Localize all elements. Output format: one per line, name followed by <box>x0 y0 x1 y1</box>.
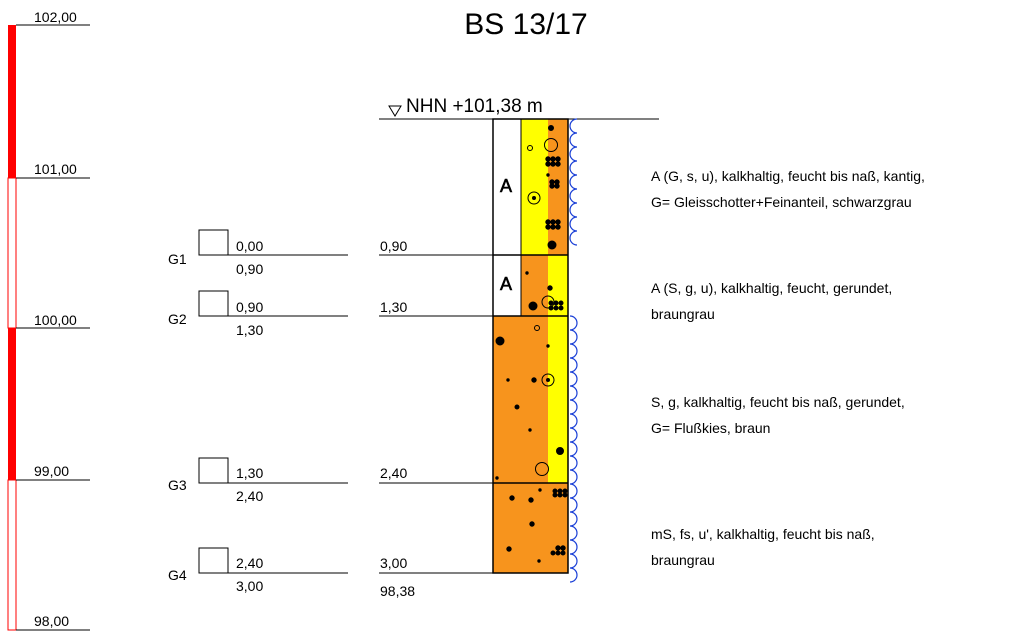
datum-triangle-icon <box>388 105 402 117</box>
depth-label: 2,40 <box>380 465 407 481</box>
sample-name: G1 <box>168 251 187 267</box>
layer1-description-line1: A (G, s, u), kalkhaltig, feucht bis naß,… <box>651 168 925 184</box>
sample-box <box>198 229 229 256</box>
sample-bottom-depth: 0,90 <box>236 261 263 277</box>
wetness-indicator-upper <box>569 118 578 246</box>
elevation-scale: 102,00 101,00 100,00 99,00 98,00 <box>7 9 90 631</box>
sample-name: G4 <box>168 567 187 583</box>
sample-g1: G1 0,00 0,90 <box>168 229 348 277</box>
layer1-description-line2: G= Gleisschotter+Feinanteil, schwarzgrau <box>651 194 912 210</box>
grain-symbols <box>525 271 564 311</box>
layer3-description-line1: S, g, kalkhaltig, feucht bis naß, gerund… <box>651 394 905 410</box>
layer3-description-line2: G= Flußkies, braun <box>651 420 770 436</box>
sample-name: G3 <box>168 477 187 493</box>
scale-label: 98,00 <box>34 613 69 629</box>
diagram-title: BS 13/17 <box>464 8 587 41</box>
depth-markers: 0,90 1,30 2,40 3,00 98,38 <box>379 238 493 599</box>
layer-descriptions: A (G, s, u), kalkhaltig, feucht bis naß,… <box>651 168 925 568</box>
layer1-code: A <box>500 176 512 196</box>
layer2-code: A <box>500 274 512 294</box>
layer4-description-line2: braungrau <box>651 552 715 568</box>
sample-g2: G2 0,90 1,30 <box>168 290 348 338</box>
sample-box <box>198 547 229 574</box>
sample-g4: G4 2,40 3,00 <box>168 547 348 594</box>
layer2-description-line1: A (S, g, u), kalkhaltig, feucht, gerunde… <box>651 280 892 296</box>
depth-label: 0,90 <box>380 238 407 254</box>
grain-symbols <box>506 488 568 563</box>
borehole-column: A A <box>492 118 569 574</box>
layer1-yellow <box>521 119 548 255</box>
wetness-indicator-lower <box>569 315 578 583</box>
layer4-description-line1: mS, fs, u', kalkhaltig, feucht bis naß, <box>651 526 875 542</box>
grain-symbols <box>527 125 561 250</box>
scale-red-1 <box>8 25 16 178</box>
sample-box <box>198 290 229 317</box>
scale-label: 99,00 <box>34 463 69 479</box>
layer2-yellow <box>548 255 568 316</box>
depth-label: 3,00 <box>380 555 407 571</box>
layer2-description-line2: braungrau <box>651 306 715 322</box>
depth-label: 1,30 <box>380 299 407 315</box>
sample-bottom-depth: 2,40 <box>236 488 263 504</box>
sample-g3: G3 1,30 2,40 <box>168 457 348 504</box>
sample-box <box>198 457 229 484</box>
scale-label: 100,00 <box>34 312 77 328</box>
sample-top-depth: 2,40 <box>236 555 263 571</box>
layer3-yellow <box>548 316 568 483</box>
scale-white-1 <box>7 177 17 329</box>
sample-top-depth: 0,00 <box>236 238 263 254</box>
scale-white-2 <box>7 479 17 631</box>
datum: NHN +101,38 m <box>379 96 659 120</box>
sample-top-depth: 1,30 <box>236 465 263 481</box>
scale-label: 101,00 <box>34 161 77 177</box>
column-outline <box>492 118 569 574</box>
datum-label: NHN +101,38 m <box>406 96 543 117</box>
sample-bottom-depth: 1,30 <box>236 322 263 338</box>
sample-name: G2 <box>168 311 187 327</box>
scale-label: 102,00 <box>34 9 77 25</box>
final-elevation: 98,38 <box>380 583 415 599</box>
sample-bottom-depth: 3,00 <box>236 578 263 594</box>
grain-symbols <box>495 325 564 480</box>
scale-red-2 <box>8 328 16 480</box>
sample-top-depth: 0,90 <box>236 299 263 315</box>
